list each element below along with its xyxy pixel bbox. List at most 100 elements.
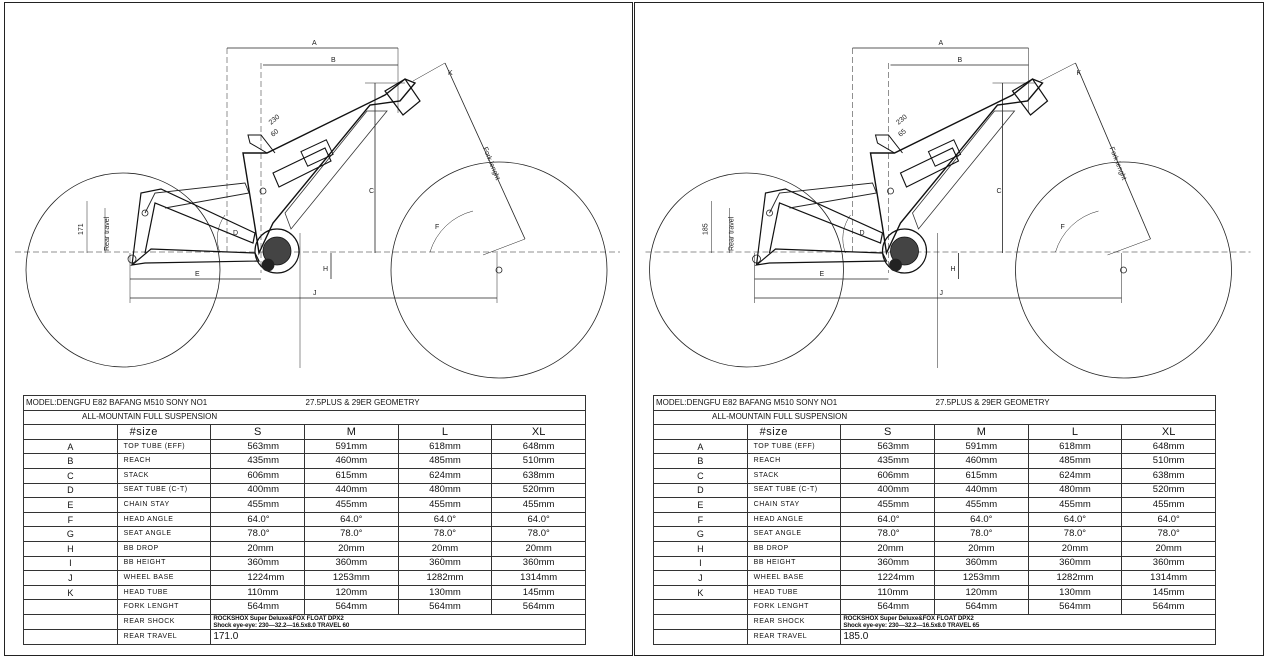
category-label: ALL-MOUNTAIN FULL SUSPENSION [653, 409, 1216, 426]
rear-shock-value: ROCKSHOX Super Deluxe&FOX FLOAT DPX2 Sho… [210, 613, 586, 630]
value-s: 606mm [840, 467, 935, 484]
rear-shock-value: ROCKSHOX Super Deluxe&FOX FLOAT DPX2 Sho… [840, 613, 1216, 630]
dim-label-b: B [331, 57, 336, 64]
size-s: S [840, 424, 935, 440]
row-code: F [23, 511, 118, 528]
value-l: 618mm [397, 438, 493, 455]
row-name: SEAT TUBE (C-T) [116, 482, 212, 499]
dim-label-f: F [435, 224, 439, 231]
row-name: BB HEIGHT [746, 555, 842, 572]
rear-shock-line1: ROCKSHOX Super Deluxe&FOX FLOAT DPX2 [213, 614, 344, 622]
row-name: TOP TUBE (EFF) [746, 438, 842, 455]
value-s: 360mm [840, 555, 935, 572]
dim-label-a: A [939, 40, 944, 47]
model-row: MODEL:DENGFU E82 BAFANG M510 SONY NO1 27… [653, 395, 1216, 411]
value-xl: 510mm [1121, 453, 1216, 469]
row-code: D [653, 482, 748, 499]
value-m: 1253mm [933, 570, 1029, 586]
row-code: H [23, 540, 118, 557]
model-cell: MODEL:DENGFU E82 BAFANG M510 SONY NO1 27… [23, 395, 586, 411]
row-code: E [653, 497, 748, 513]
value-l: 78.0° [397, 526, 493, 542]
dim-label-j: J [940, 290, 944, 297]
size-m: M [303, 424, 399, 440]
dim-label-k: K [1077, 70, 1082, 77]
value-m: 440mm [303, 482, 399, 499]
value-xl: 648mm [491, 438, 586, 455]
front-wheel-hub [495, 266, 503, 274]
value-l: 20mm [1027, 540, 1123, 557]
value-xl: 510mm [491, 453, 586, 469]
value-l: 1282mm [397, 570, 493, 586]
head-tube [384, 78, 421, 116]
value-l: 455mm [397, 497, 493, 513]
front-wheel [390, 161, 608, 379]
value-xl: 360mm [1121, 555, 1216, 572]
size-l: L [1027, 424, 1123, 440]
rear-travel-label: REAR TRAVEL [116, 628, 212, 645]
value-xl: 455mm [1121, 497, 1216, 513]
model-label: MODEL:DENGFU E82 BAFANG M510 SONY NO1 [656, 397, 838, 407]
value-l: 64.0° [1027, 511, 1123, 528]
row-name: SEAT TUBE (C-T) [746, 482, 842, 499]
size-header-row: #size S M L XL [653, 424, 1216, 440]
value-s: 1224mm [210, 570, 305, 586]
value-xl: 564mm [491, 599, 586, 615]
row-code: K [23, 584, 118, 601]
row-code: H [653, 540, 748, 557]
size-l: L [397, 424, 493, 440]
value-m: 455mm [933, 497, 1029, 513]
value-m: 455mm [303, 497, 399, 513]
value-m: 460mm [303, 453, 399, 469]
value-xl: 1314mm [491, 570, 586, 586]
geometry-sheet-right: A B C D E F H J K 230 65 Fork lenght Rea… [634, 2, 1264, 656]
rear-shock [899, 147, 960, 188]
value-s: 400mm [210, 482, 305, 499]
size-m: M [933, 424, 1029, 440]
front-wheel-hub [1120, 266, 1127, 274]
row-code: D [23, 482, 118, 499]
dim-label-f: F [1061, 224, 1065, 231]
row-name: CHAIN STAY [116, 497, 212, 513]
row-code: C [653, 467, 748, 484]
row-code: F [653, 511, 748, 528]
rear-shock-row: REAR SHOCK ROCKSHOX Super Deluxe&FOX FLO… [653, 613, 1216, 630]
value-s: 563mm [840, 438, 935, 455]
rear-shock-row: REAR SHOCK ROCKSHOX Super Deluxe&FOX FLO… [23, 613, 586, 630]
geometry-table: MODEL:DENGFU E82 BAFANG M510 SONY NO1 27… [653, 395, 1216, 645]
row-code: J [653, 570, 748, 586]
value-xl: 20mm [491, 540, 586, 557]
value-xl: 520mm [491, 482, 586, 499]
value-m: 78.0° [933, 526, 1029, 542]
dim-label-j: J [313, 290, 317, 297]
rear-shock-line1: ROCKSHOX Super Deluxe&FOX FLOAT DPX2 [843, 614, 974, 622]
dim-label-c: C [369, 188, 374, 195]
front-wheel [1015, 161, 1232, 379]
rear-travel-value: 171.0 [210, 628, 586, 645]
row-name: BB DROP [746, 540, 842, 557]
value-l: 360mm [397, 555, 493, 572]
dim-label-h: H [951, 266, 956, 273]
shock-stroke-label: 65 [897, 128, 908, 138]
value-m: 78.0° [303, 526, 399, 542]
value-s: 360mm [210, 555, 305, 572]
value-m: 64.0° [933, 511, 1029, 528]
row-name: HEAD TUBE [746, 584, 842, 601]
value-xl: 455mm [491, 497, 586, 513]
dim-label-k: K [448, 70, 453, 77]
value-l: 20mm [397, 540, 493, 557]
value-m: 591mm [303, 438, 399, 455]
value-l: 624mm [397, 467, 493, 484]
value-m: 64.0° [303, 511, 399, 528]
dim-label-e: E [195, 271, 200, 278]
geometry-sheet-left: A B C D E F H J K 230 60 Fork lenght Rea… [4, 2, 633, 656]
value-l: 618mm [1027, 438, 1123, 455]
value-s: 64.0° [210, 511, 305, 528]
